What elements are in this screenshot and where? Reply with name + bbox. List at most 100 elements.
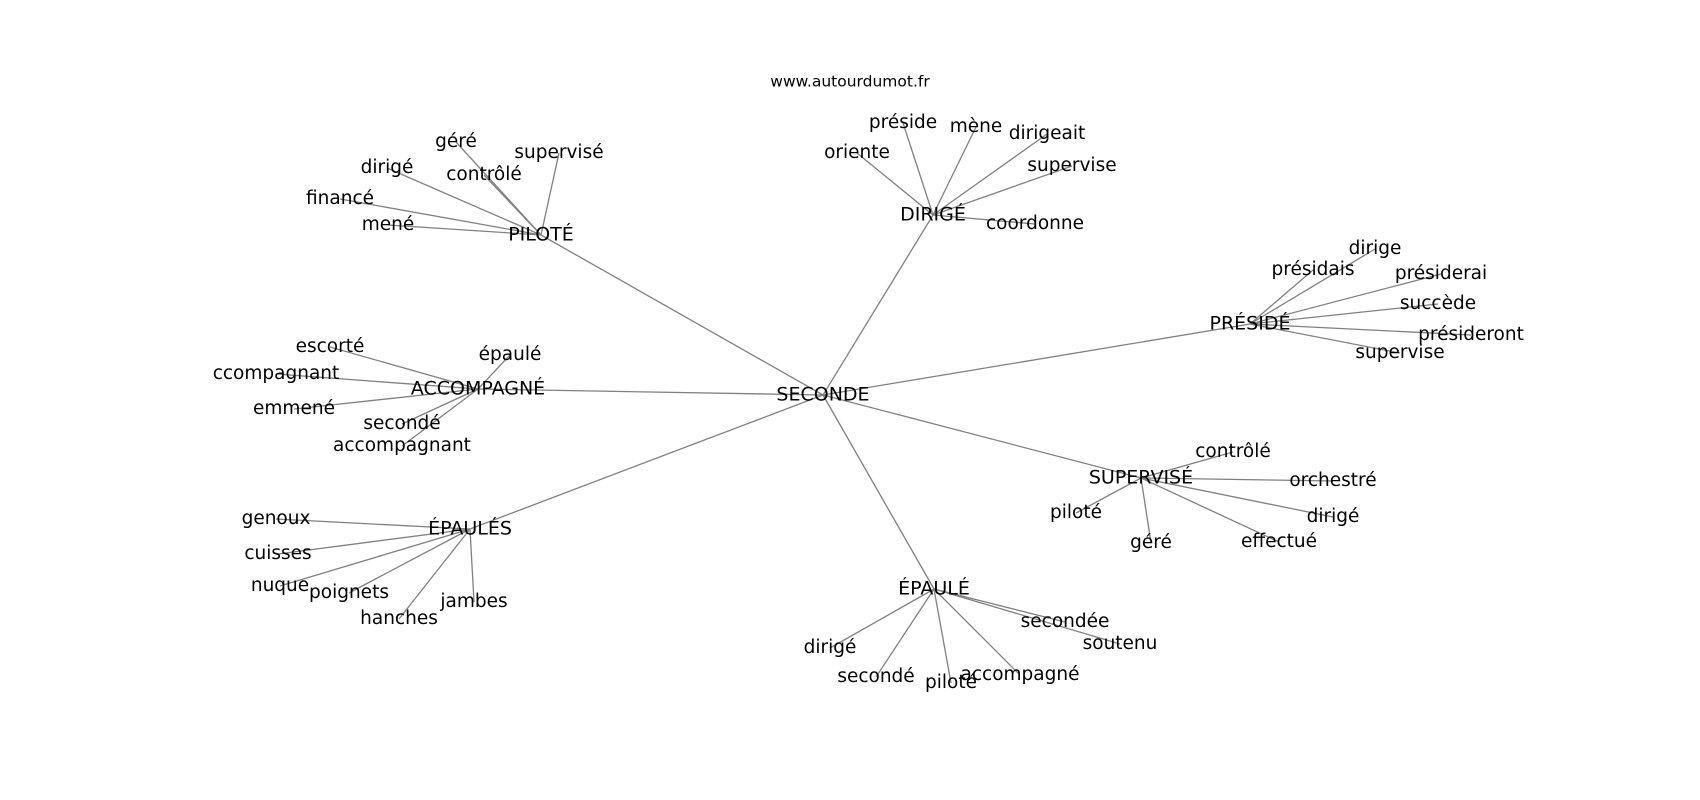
leaf-node-pilote-mene[interactable]: mené xyxy=(362,214,415,235)
leaf-node-epaules-genoux[interactable]: genoux xyxy=(242,508,311,529)
edge-pilote-finance xyxy=(339,198,542,236)
edge-dirige-dirigeait xyxy=(932,133,1048,216)
edge-epaule-secondee xyxy=(933,588,1066,623)
leaf-node-epaule-seconde[interactable]: secondé xyxy=(837,666,914,687)
leaf-node-epaule-secondee[interactable]: secondée xyxy=(1021,611,1110,632)
edge-seconde-supervise xyxy=(822,394,1142,479)
edge-epaules-jambes xyxy=(469,528,475,603)
edge-preside-presidais xyxy=(1249,269,1314,325)
leaf-node-epaule-pilote[interactable]: piloté xyxy=(925,672,977,693)
edge-seconde-epaule xyxy=(822,394,935,590)
hub-node-preside[interactable]: PRÉSIDÉ xyxy=(1210,312,1291,335)
leaf-node-accompagne-accompagnant[interactable]: accompagnant xyxy=(333,435,471,456)
edge-pilote-supervise xyxy=(540,152,560,236)
hub-node-pilote[interactable]: PILOTÉ xyxy=(508,223,574,246)
leaf-node-pilote-controle[interactable]: contrôlé xyxy=(446,164,522,185)
center-node-seconde[interactable]: SECONDE xyxy=(776,384,869,406)
edge-epaule-accompagne xyxy=(933,588,1021,676)
edge-dirige-supervise xyxy=(932,165,1073,216)
edge-epaules-hanches xyxy=(398,528,471,620)
leaf-node-epaule-soutenu[interactable]: soutenu xyxy=(1083,633,1158,654)
leaf-node-accompagne-ccompagnant[interactable]: ccompagnant xyxy=(213,363,340,384)
leaf-node-pilote-gere[interactable]: géré xyxy=(435,131,477,152)
edge-dirige-mene xyxy=(932,126,977,216)
leaf-node-accompagne-seconde[interactable]: secondé xyxy=(363,413,440,434)
edge-epaule-seconde xyxy=(875,588,935,678)
leaf-node-preside-presidais[interactable]: présidais xyxy=(1272,259,1355,280)
leaf-node-epaules-poignets[interactable]: poignets xyxy=(309,582,389,603)
leaf-node-pilote-supervise[interactable]: supervisé xyxy=(514,142,603,163)
leaf-node-epaule-accompagne[interactable]: accompagné xyxy=(961,664,1080,685)
edge-epaules-poignets xyxy=(348,528,471,594)
edge-pilote-controle xyxy=(483,174,542,236)
leaf-node-epaules-nuque[interactable]: nuque xyxy=(251,575,309,596)
leaf-node-accompagne-epaule[interactable]: épaulé xyxy=(479,344,542,365)
hub-node-dirige[interactable]: DIRIGÉ xyxy=(900,203,966,226)
edge-supervise-pilote xyxy=(1075,477,1142,514)
leaf-node-supervise-dirige[interactable]: dirigé xyxy=(1307,506,1360,527)
leaf-node-epaule-dirige[interactable]: dirigé xyxy=(804,637,857,658)
leaf-node-supervise-controle[interactable]: contrôlé xyxy=(1195,441,1271,462)
edge-preside-presiderai xyxy=(1249,273,1442,325)
edge-preside-presideront xyxy=(1249,323,1472,336)
edge-epaule-pilote xyxy=(933,588,952,684)
edge-accompagne-emmene xyxy=(293,388,479,410)
edge-accompagne-escorte xyxy=(329,346,479,390)
edge-seconde-preside xyxy=(822,323,1251,396)
leaf-node-accompagne-emmene[interactable]: emmené xyxy=(253,398,335,419)
edge-supervise-dirige xyxy=(1140,477,1334,518)
edge-accompagne-epaule xyxy=(477,354,511,390)
hub-node-accompagne[interactable]: ACCOMPAGNÉ xyxy=(411,377,545,400)
leaf-node-dirige-coordonne[interactable]: coordonne xyxy=(986,213,1084,234)
leaf-node-epaules-jambes[interactable]: jambes xyxy=(439,591,507,612)
edge-dirige-oriente xyxy=(856,152,934,216)
leaf-node-pilote-finance[interactable]: financé xyxy=(306,188,374,209)
edge-preside-supervise xyxy=(1249,323,1401,354)
edge-supervise-gere xyxy=(1140,477,1152,544)
edge-accompagne-ccompagnant xyxy=(275,373,479,390)
edge-dirige-coordonne xyxy=(932,214,1036,225)
edge-accompagne-accompagnant xyxy=(401,388,479,447)
leaf-node-supervise-pilote[interactable]: piloté xyxy=(1050,502,1102,523)
edge-supervise-effectue xyxy=(1140,477,1280,543)
leaf-node-supervise-effectue[interactable]: effectué xyxy=(1241,531,1317,552)
edge-seconde-dirige xyxy=(822,214,934,396)
edge-dirige-preside xyxy=(902,122,934,216)
edge-pilote-dirige xyxy=(386,167,542,236)
leaf-node-pilote-dirige[interactable]: dirigé xyxy=(361,157,414,178)
leaf-node-dirige-supervise[interactable]: supervise xyxy=(1027,155,1116,176)
edge-epaules-genoux xyxy=(275,518,471,530)
leaf-node-preside-presiderai[interactable]: présiderai xyxy=(1395,263,1487,284)
edge-supervise-controle xyxy=(1140,451,1234,479)
edge-supervise-orchestre xyxy=(1140,477,1334,482)
edge-pilote-mene xyxy=(387,224,542,236)
edge-epaules-cuisses xyxy=(277,528,471,555)
leaf-node-supervise-gere[interactable]: géré xyxy=(1130,532,1172,553)
edge-preside-succede xyxy=(1249,303,1439,325)
leaf-node-preside-presideront[interactable]: présideront xyxy=(1418,324,1524,345)
edge-seconde-accompagne xyxy=(477,388,824,396)
edge-seconde-epaules xyxy=(469,394,824,530)
edge-epaule-dirige xyxy=(829,588,935,649)
edge-seconde-pilote xyxy=(540,234,824,396)
hub-node-epaule[interactable]: ÉPAULÉ xyxy=(898,577,970,600)
leaf-node-dirige-oriente[interactable]: oriente xyxy=(824,142,890,163)
leaf-node-preside-succede[interactable]: succède xyxy=(1400,293,1476,314)
leaf-node-dirige-dirigeait[interactable]: dirigeait xyxy=(1009,123,1085,144)
leaf-node-accompagne-escorte[interactable]: escorté xyxy=(296,336,365,357)
leaf-node-dirige-preside[interactable]: préside xyxy=(869,112,937,133)
leaf-node-supervise-orchestre[interactable]: orchestré xyxy=(1289,470,1376,491)
leaf-node-epaules-hanches[interactable]: hanches xyxy=(360,608,438,629)
edge-epaule-soutenu xyxy=(933,588,1121,645)
leaf-node-preside-supervise[interactable]: supervise xyxy=(1355,342,1444,363)
leaf-node-preside-dirige[interactable]: dirige xyxy=(1349,238,1402,259)
leaf-node-dirige-mene[interactable]: mène xyxy=(950,116,1003,137)
edge-accompagne-seconde xyxy=(401,388,479,425)
hub-node-epaules[interactable]: ÉPAULÉS xyxy=(428,517,512,540)
leaf-node-epaules-cuisses[interactable]: cuisses xyxy=(244,543,311,564)
labels-layer: www.autourdumot.fr SECONDE PILOTÉ dirigé gé… xyxy=(213,73,1524,694)
hub-node-supervise[interactable]: SUPERVISÉ xyxy=(1089,466,1193,489)
watermark-text: www.autourdumot.fr xyxy=(770,73,930,91)
